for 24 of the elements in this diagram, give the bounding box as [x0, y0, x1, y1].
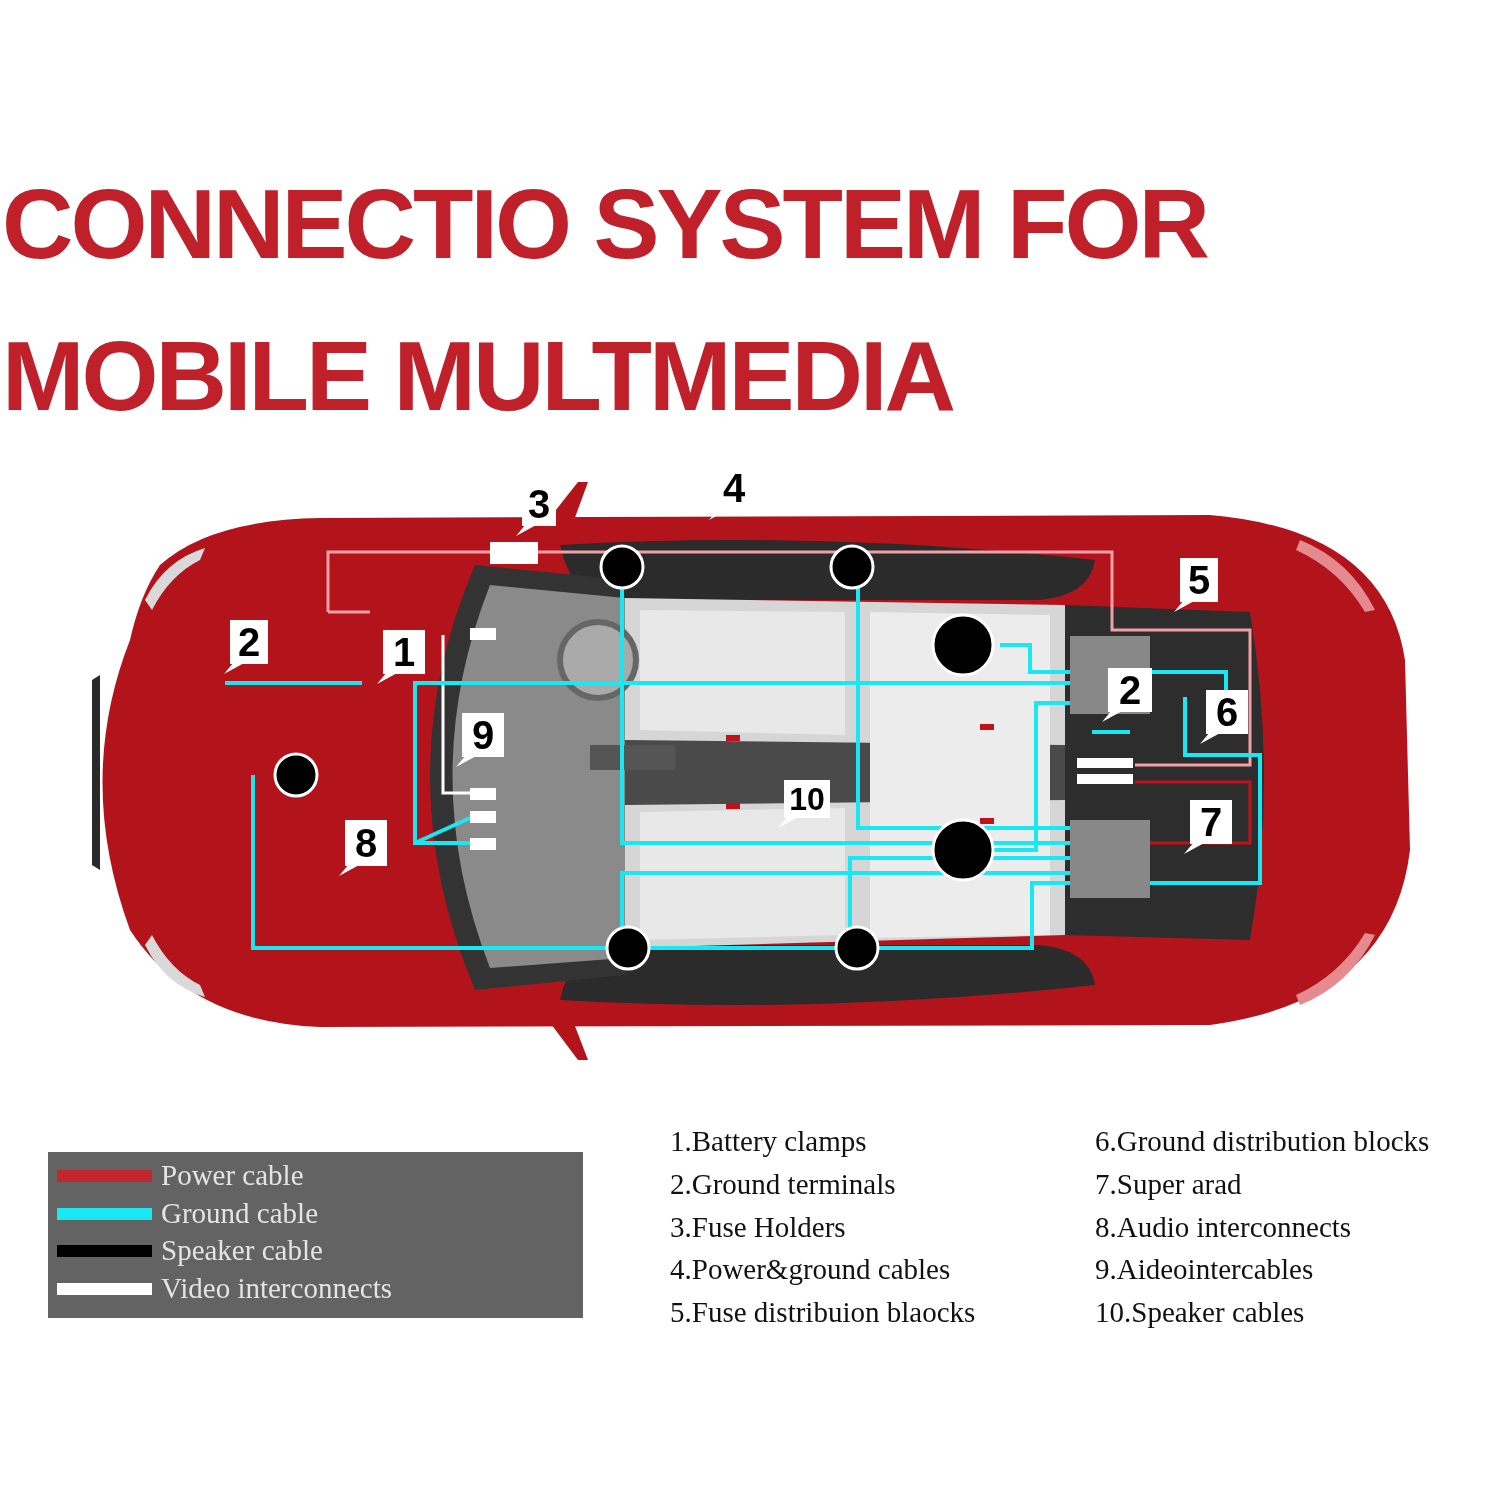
key-entry: 1.Battery clamps: [670, 1124, 867, 1158]
legend-label: Power cable: [161, 1158, 304, 1192]
key-entry: 10.Speaker cables: [1095, 1295, 1305, 1330]
key-entry: 7.Super arad: [1095, 1166, 1242, 1201]
callout-number: 1: [383, 630, 425, 674]
callout-number: 6: [1206, 690, 1248, 734]
callout-number: 9: [462, 713, 504, 757]
callout-number: 2: [1108, 668, 1152, 712]
key-entry: 5.Fuse distribuion blaocks: [670, 1295, 976, 1330]
title: CONNECTIO SYSTEM FOR MOBILE MULTMEDIA: [2, 167, 1209, 433]
key-entry: 8.Audio interconnects: [1095, 1209, 1352, 1244]
callout-number: 10: [784, 780, 830, 818]
callout-number: 2: [230, 620, 268, 664]
legend-label: Speaker cable: [161, 1233, 323, 1267]
key-entry: 6.Ground distribution blocks: [1095, 1124, 1430, 1158]
callout-number: 5: [1180, 558, 1218, 602]
key-entry: 9.Aideointercables: [1095, 1252, 1314, 1287]
legend-label: Video interconnects: [161, 1270, 392, 1305]
callout-number: 8: [345, 820, 387, 866]
key-entry: 3.Fuse Holders: [670, 1209, 846, 1244]
key-entry: 4.Power&ground cables: [670, 1252, 951, 1287]
key-entry: 2.Ground terminals: [670, 1166, 896, 1201]
legend-label: Ground cable: [161, 1195, 319, 1230]
callout-number: 7: [1190, 800, 1232, 844]
